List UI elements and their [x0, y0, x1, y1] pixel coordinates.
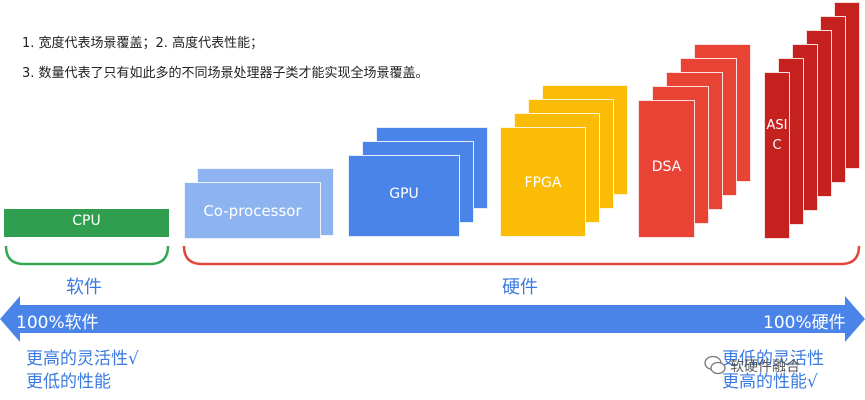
- fpga-label: FPGA: [524, 175, 562, 191]
- watermark-text: 软硬件融合: [730, 359, 800, 375]
- fpga-box-1: [500, 127, 586, 237]
- right-desc-line-2: 更高的性能√: [722, 372, 818, 392]
- cpu-label: CPU: [72, 213, 101, 229]
- double-arrow: [0, 296, 865, 342]
- gpu-label: GPU: [389, 186, 419, 202]
- asic-label: ASIC: [766, 118, 788, 153]
- asic-box-1: [764, 72, 790, 239]
- right-desc-line-1: 更低的灵活性: [722, 349, 824, 369]
- coprocessor-label: Co-processor: [203, 202, 302, 220]
- wechat-icon: [704, 355, 726, 375]
- left-desc-line-1: 更高的灵活性√: [26, 349, 139, 369]
- hardware-label: 硬件: [502, 277, 538, 298]
- cpu-box: [4, 209, 169, 237]
- hardware-bracket: [182, 245, 861, 266]
- full-software-label: 100%软件: [16, 313, 99, 333]
- dsa-box-1: [638, 100, 695, 238]
- software-label: 软件: [66, 277, 102, 298]
- left-desc-line-2: 更低的性能: [26, 372, 111, 392]
- full-hardware-label: 100%硬件: [763, 313, 846, 333]
- coprocessor-box-front: [184, 182, 321, 239]
- dsa-label: DSA: [651, 159, 682, 175]
- note-line-1: 1. 宽度代表场景覆盖；2. 高度代表性能；: [22, 36, 264, 51]
- gpu-box-1: [348, 155, 460, 237]
- software-bracket: [4, 245, 170, 266]
- note-line-2: 3. 数量代表了只有如此多的不同场景处理器子类才能实现全场景覆盖。: [22, 66, 429, 81]
